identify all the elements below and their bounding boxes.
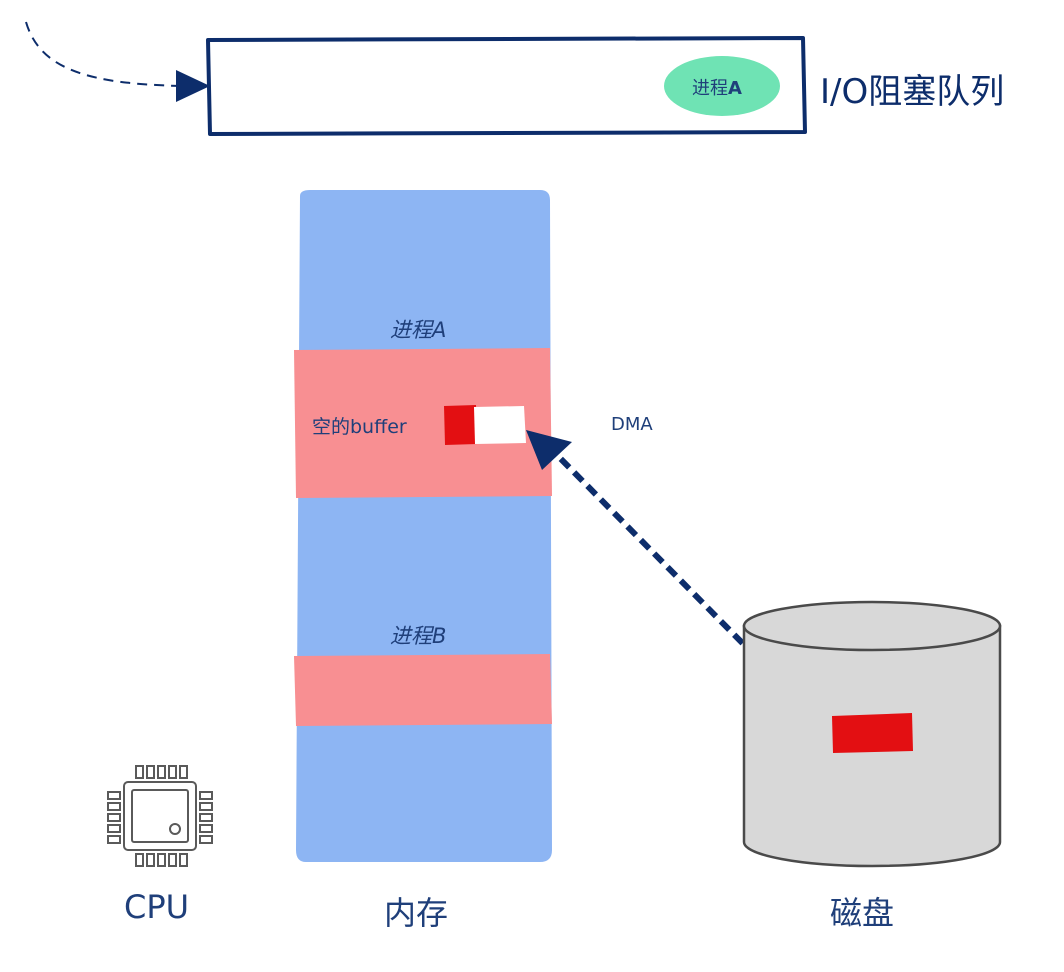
- io-blocked-queue-label: I/O阻塞队列: [820, 72, 1005, 112]
- disk-caption: 磁盘: [830, 894, 895, 932]
- process-b-region: [294, 654, 552, 726]
- disk-cylinder-top: [742, 600, 1002, 652]
- disk-data-block: [832, 713, 913, 753]
- empty-buffer-label: 空的buffer: [312, 416, 407, 438]
- process-a-label: 进程A: [390, 318, 447, 342]
- dma-label: DMA: [611, 414, 653, 435]
- cpu-chip-icon: [107, 765, 213, 867]
- incoming-arrowhead: [176, 70, 210, 102]
- queue-process-badge: [664, 56, 780, 116]
- process-a-region: [294, 348, 552, 498]
- buffer-empty-part: [474, 406, 526, 444]
- buffer-filled-part: [444, 405, 477, 445]
- queue-process-badge-label: 进程A: [692, 78, 742, 99]
- memory-block: [296, 190, 552, 862]
- dma-arrowhead: [526, 430, 572, 470]
- cpu-caption: CPU: [124, 888, 190, 926]
- io-blocked-queue-box: [206, 36, 807, 136]
- incoming-dashed-arrow: [25, 21, 183, 87]
- process-b-label: 进程B: [390, 624, 447, 648]
- memory-caption: 内存: [384, 894, 449, 932]
